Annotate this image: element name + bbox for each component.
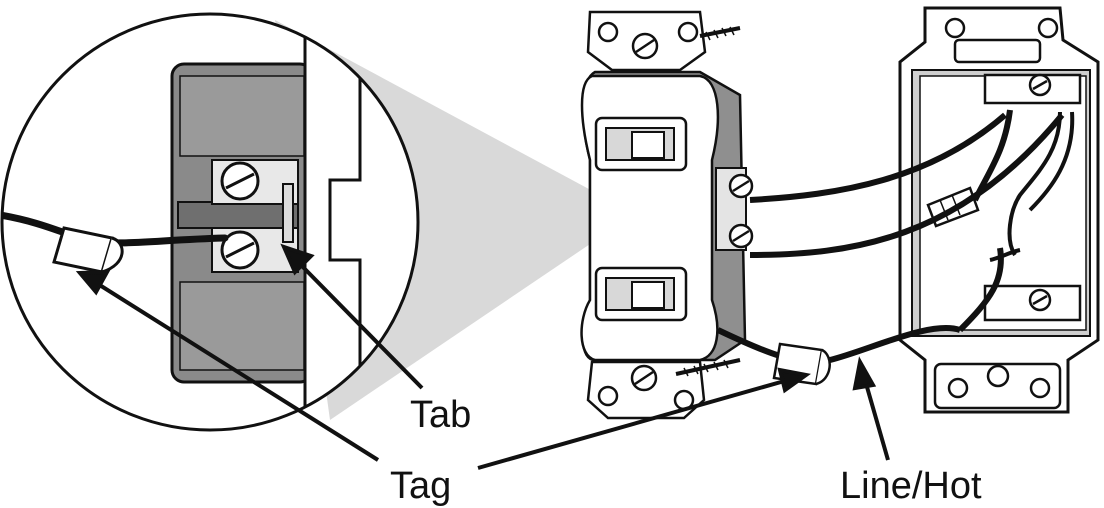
toggle-upper-icon [594,116,688,172]
electrical-box [898,6,1100,414]
label-line-hot: Line/Hot [840,465,982,507]
toggle-lower-icon [594,266,688,322]
terminal-screw-lower-icon [220,230,260,270]
mounting-screw-bottom-icon [630,358,741,392]
side-screw-upper-icon [728,173,754,199]
side-screw-lower-icon [728,223,754,249]
label-tab: Tab [410,394,472,436]
mounting-screw-top-icon [631,26,741,60]
hot-wire-box-entry [957,247,1004,333]
wire-upper [749,112,1007,203]
wire-middle [749,113,1065,258]
leader-arrows [75,243,890,470]
label-tag: Tag [390,465,452,507]
wire-tag-closeup-icon [52,226,124,274]
double-switch [580,10,754,420]
terminal-screw-upper-icon [220,161,260,201]
break-off-tab [282,183,294,243]
box-screw-bottom-icon [1028,288,1052,312]
magnified-detail [0,12,420,432]
box-screw-top-icon [1028,73,1052,97]
